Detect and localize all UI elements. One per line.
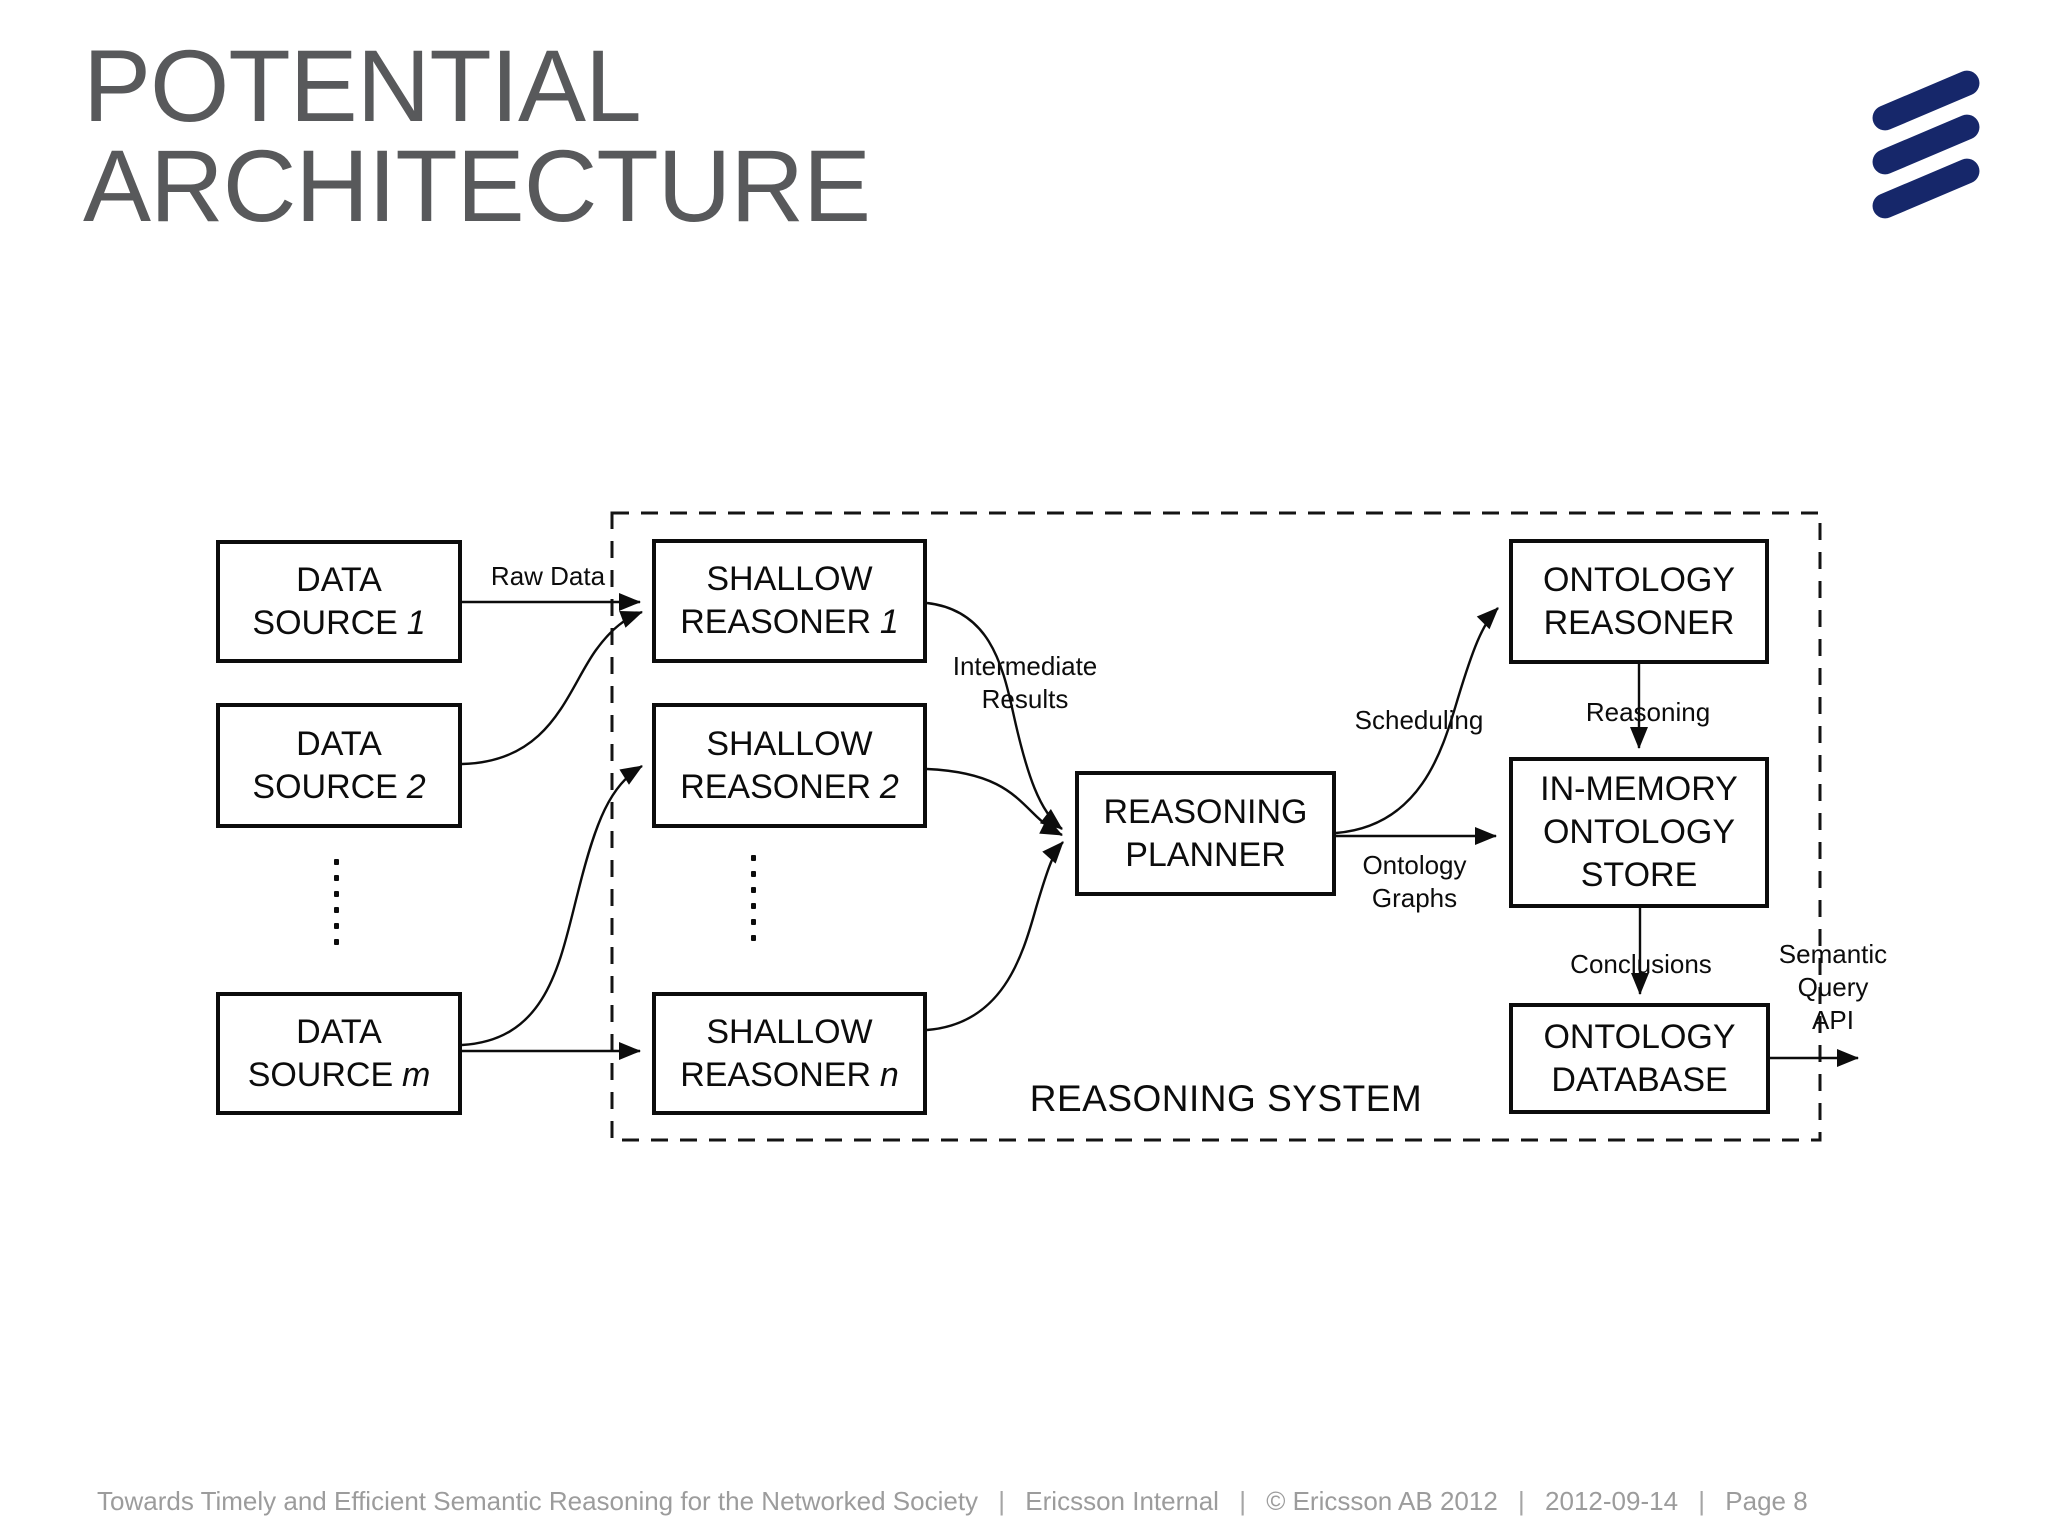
arrow-srn-rp [926,841,1064,1032]
edge-label-text: Intermediate [952,651,1098,681]
footer-separator: | [1518,1486,1525,1516]
box-label-text: DATABASE [1551,1060,1728,1099]
edge-label-reasoning: Reasoning [1573,696,1723,729]
box-label-text: SHALLOW [706,1012,873,1051]
edge-label-ontology-graphs: Ontology Graphs [1352,849,1477,915]
box-label: REASONING PLANNER [1103,791,1307,877]
edge-label-text: Query [1797,972,1869,1002]
arrow-ds2-sr1 [461,610,643,766]
box-label-suffix: 2 [406,767,426,806]
box-label-suffix: 1 [406,603,426,642]
reasoning-system-label-text: REASONING SYSTEM [1029,1078,1423,1119]
edge-label-text: Graphs [1371,883,1458,913]
vertical-ellipsis-data-sources [333,859,339,945]
box-label-text: ONTOLOGY [1542,813,1736,851]
box-label-text: ONTOLOGY [1542,560,1736,599]
box-reasoning-planner: REASONING PLANNER [1075,771,1336,896]
box-ontology-database: ONTOLOGY DATABASE [1509,1003,1770,1114]
box-label-text: REASONER [680,767,872,806]
box-label-suffix: n [879,1055,899,1094]
box-label-text: IN-MEMORY [1540,770,1738,808]
box-label-text: REASONER [1543,603,1735,642]
edge-label-semantic-query-api: Semantic Query API [1763,938,1903,1037]
slide-title-line2: ARCHITECTURE [83,129,871,243]
box-label: ONTOLOGY REASONER [1543,559,1735,645]
footer: Towards Timely and Efficient Semantic Re… [97,1486,1997,1517]
edge-label-text: Semantic [1778,939,1888,969]
box-label-suffix: 2 [879,767,899,806]
arrow-sr2-rp [926,767,1063,837]
edge-label-conclusions: Conclusions [1566,948,1716,981]
edge-label-text: Ontology [1362,850,1467,880]
footer-separator: | [1698,1486,1706,1516]
edge-label-text: API [1812,1005,1854,1035]
box-label-text: STORE [1580,856,1698,894]
box-label-text: SOURCE [252,603,398,642]
edge-label-text: Raw Data [490,561,606,591]
box-label-text: SOURCE [252,767,398,806]
footer-copyright: © Ericsson AB 2012 [1266,1486,1498,1516]
arrow-rp-ontology-reasoner [1335,607,1499,835]
footer-separator: | [998,1486,1006,1516]
slide-title-line1: POTENTIAL [83,29,642,143]
slide-title: POTENTIAL ARCHITECTURE [83,29,871,243]
reasoning-system-label: REASONING SYSTEM [1026,1078,1426,1120]
box-in-memory-ontology-store: IN-MEMORY ONTOLOGY STORE [1509,757,1769,908]
box-label-text: DATA [296,724,382,763]
box-label-text: SHALLOW [706,724,873,763]
footer-classification: Ericsson Internal [1025,1486,1219,1516]
edge-label-scheduling: Scheduling [1344,704,1494,737]
arrow-dsm-sr2 [461,764,643,1047]
box-label-text: REASONING [1103,792,1308,831]
edge-label-text: Conclusions [1570,949,1712,979]
arrow-sr1-rp [926,601,1063,830]
footer-separator: | [1239,1486,1246,1516]
edge-label-text: Reasoning [1585,697,1711,727]
footer-slide-title: Towards Timely and Efficient Semantic Re… [97,1486,979,1516]
box-label-text: DATA [296,560,382,599]
box-label-text: SHALLOW [706,560,873,598]
box-label-text: DATA [296,1012,382,1051]
box-label-suffix: m [401,1055,431,1094]
edge-label-text: Scheduling [1354,705,1484,735]
edge-label-raw-data: Raw Data [468,560,628,593]
edge-label-intermediate-results: Intermediate Results [935,650,1115,716]
footer-page-number: Page 8 [1725,1486,1808,1516]
box-label-suffix: 1 [879,603,899,641]
box-label-text: ONTOLOGY [1543,1017,1736,1056]
box-label-text: PLANNER [1125,835,1286,874]
box-label-text: REASONER [680,1055,872,1094]
reasoning-system-boundary [610,511,1822,1142]
box-label: IN-MEMORY ONTOLOGY STORE [1540,768,1738,897]
footer-date: 2012-09-14 [1545,1486,1679,1516]
box-label-text: REASONER [680,603,872,641]
edge-label-text: Results [981,684,1069,714]
box-label: ONTOLOGY DATABASE [1543,1016,1735,1102]
box-ontology-reasoner: ONTOLOGY REASONER [1509,539,1769,664]
box-label-text: SOURCE [247,1055,394,1094]
vertical-ellipsis-shallow-reasoners [750,855,756,941]
